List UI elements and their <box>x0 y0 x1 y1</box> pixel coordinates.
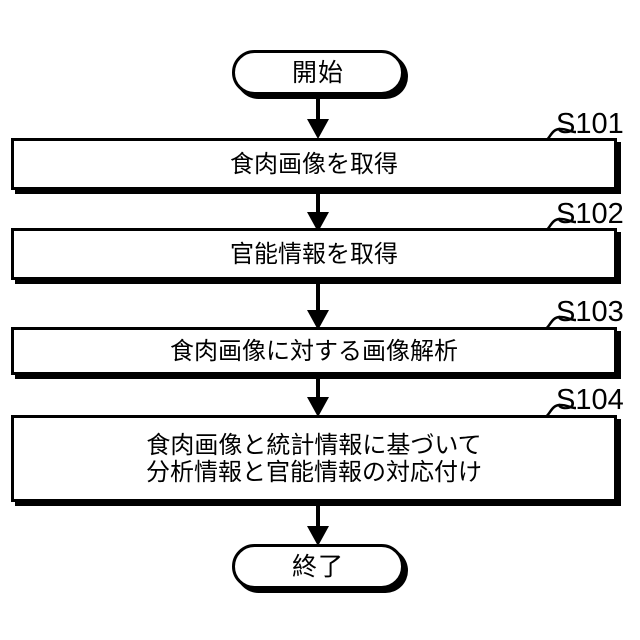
flow-node-s104-label: 食肉画像と統計情報に基づいて 分析情報と官能情報の対応付け <box>146 430 482 486</box>
flow-node-start-label: 開始 <box>291 58 344 87</box>
flow-node-s104: 食肉画像と統計情報に基づいて 分析情報と官能情報の対応付け <box>11 415 617 502</box>
flow-node-end-label: 終了 <box>291 552 344 581</box>
connector-s102-to-s103 <box>307 278 329 330</box>
flow-node-s102: 官能情報を取得 <box>11 228 617 280</box>
step-label-s101: S101 <box>556 108 624 140</box>
step-label-s102: S102 <box>556 198 624 230</box>
connector-s103-to-s104 <box>307 373 329 417</box>
flow-node-s101-label: 食肉画像を取得 <box>230 149 398 178</box>
flow-node-s101: 食肉画像を取得 <box>11 138 617 190</box>
flow-node-s103: 食肉画像に対する画像解析 <box>11 327 617 375</box>
flow-node-start: 開始 <box>232 50 404 95</box>
flow-node-s103-label: 食肉画像に対する画像解析 <box>170 336 458 365</box>
step-label-s103: S103 <box>556 296 624 328</box>
flow-node-end: 終了 <box>232 544 404 589</box>
step-label-s104: S104 <box>556 384 624 416</box>
connector-s101-to-s102 <box>307 188 329 232</box>
connector-start-to-s101 <box>307 93 329 139</box>
flow-node-s102-label: 官能情報を取得 <box>230 239 398 268</box>
connector-s104-to-end <box>307 500 329 546</box>
